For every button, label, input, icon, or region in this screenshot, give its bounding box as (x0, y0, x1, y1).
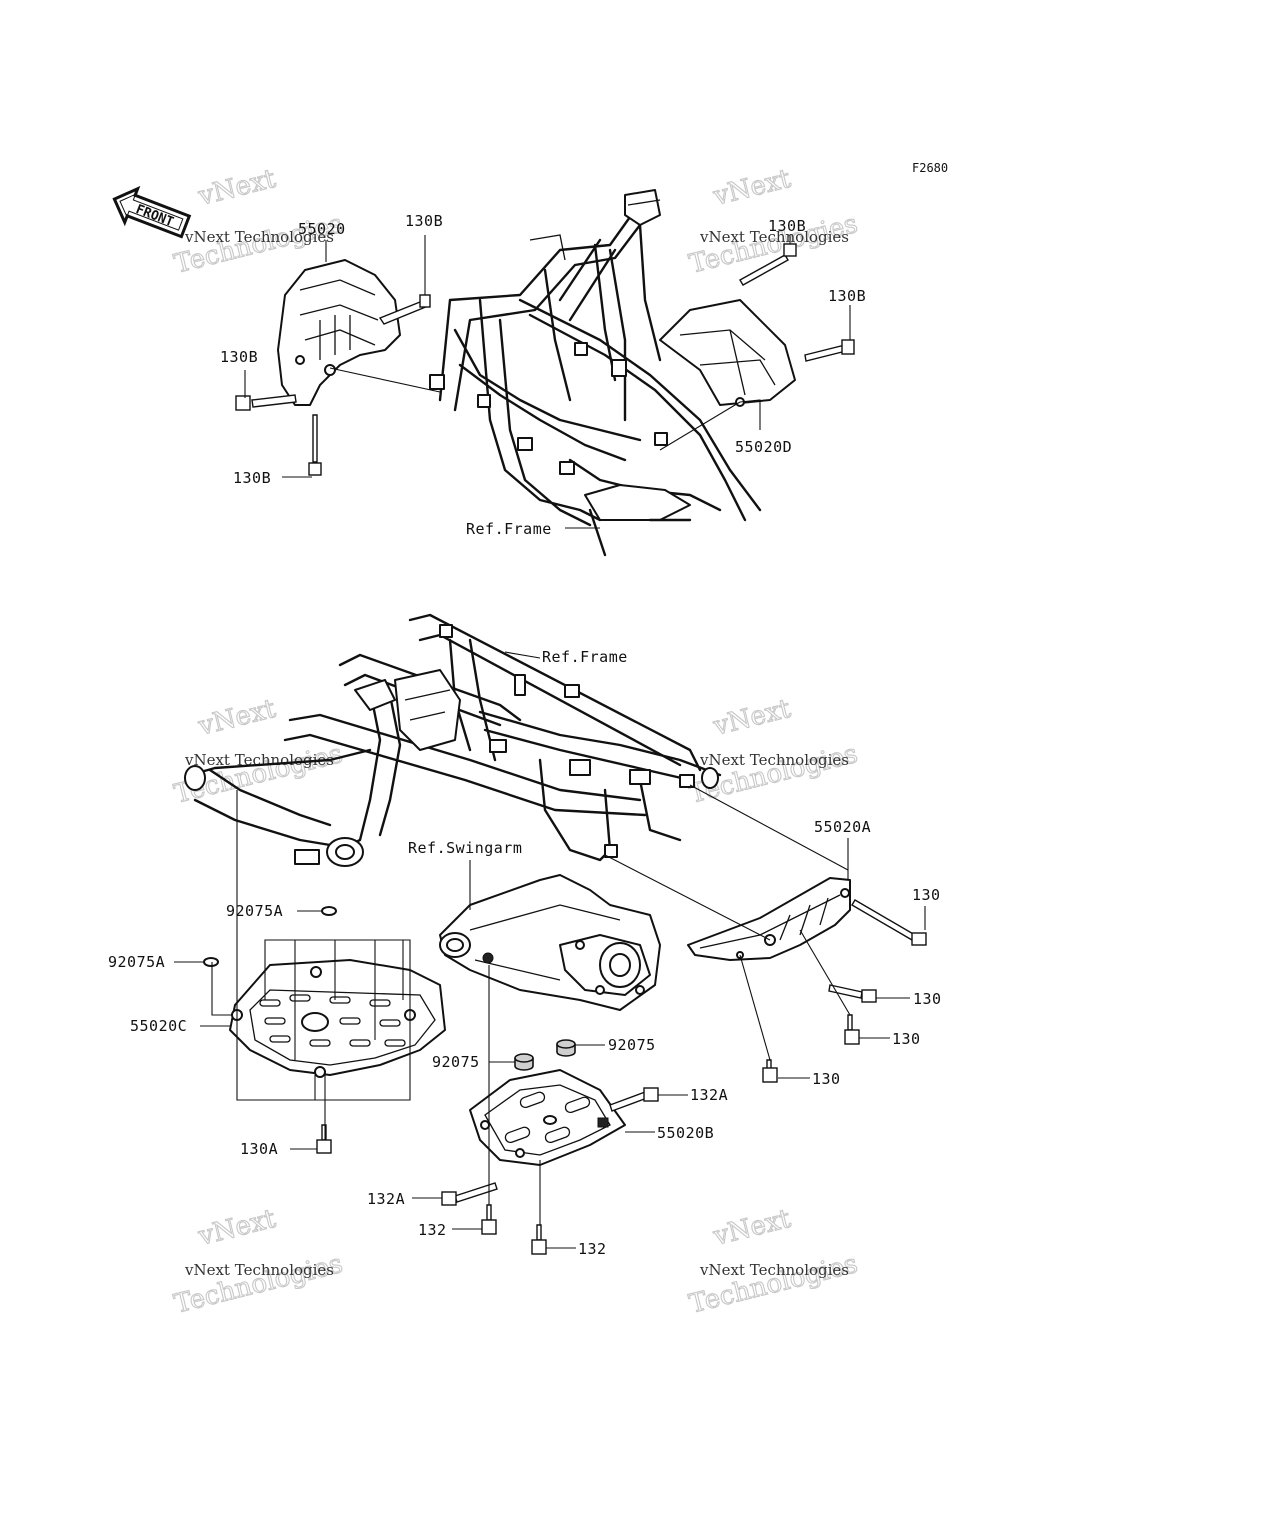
part-55020D-rear-guard[interactable] (659, 299, 796, 407)
watermark-mid-left: vNext Technologies (171, 693, 346, 810)
diagram-code: F2680 (912, 161, 948, 175)
part-ref-swingarm (439, 874, 661, 1011)
bolt-132-b[interactable] (531, 1224, 547, 1255)
label-92075: 92075 (608, 1036, 656, 1054)
svg-text:vNext: vNext (195, 1204, 279, 1252)
label-55020C: 55020C (130, 1017, 187, 1035)
part-55020C-skid-plate[interactable] (229, 959, 446, 1078)
bolt-130-b[interactable] (828, 984, 877, 1003)
label-ref-frame: Ref.Frame (466, 520, 552, 538)
bolt-132A-b[interactable] (441, 1182, 498, 1206)
bottom-leader-lines (174, 651, 926, 1249)
label-55020A: 55020A (814, 818, 871, 836)
top-leader-lines (244, 235, 851, 529)
bolt-130-c[interactable] (844, 1014, 860, 1045)
watermark-top-right: vNext Technologies (686, 163, 861, 280)
watermark-text: vNext Technologies (184, 1261, 334, 1279)
label-132: 132 (418, 1221, 447, 1239)
label-92075A: 92075A (226, 902, 283, 920)
label-130: 130 (912, 886, 941, 904)
bolt-130B-a[interactable] (378, 294, 431, 325)
svg-text:Technologies: Technologies (171, 1249, 345, 1320)
label-132: 132 (578, 1240, 607, 1258)
watermark-bottom-right: vNext Technologies (686, 1203, 861, 1320)
bolt-130B-e[interactable] (804, 339, 855, 362)
label-130B: 130B (768, 217, 806, 235)
label-130B: 130B (233, 469, 271, 487)
part-55020B-skid-plate[interactable] (469, 1069, 626, 1166)
label-130: 130 (913, 990, 942, 1008)
pad-92075-b[interactable] (556, 1039, 576, 1057)
svg-text:vNext: vNext (195, 164, 279, 212)
label-132A: 132A (690, 1086, 728, 1104)
frame-bottom-assembly (184, 613, 722, 867)
label-130B: 130B (220, 348, 258, 366)
label-132A: 132A (367, 1190, 405, 1208)
label-92075A: 92075A (108, 953, 165, 971)
svg-text:vNext: vNext (710, 694, 794, 742)
bolt-132A-a[interactable] (609, 1087, 659, 1112)
label-130A: 130A (240, 1140, 278, 1158)
label-130: 130 (892, 1030, 921, 1048)
bolt-130A[interactable] (316, 1124, 332, 1154)
watermark-text: vNext Technologies (699, 1261, 849, 1279)
label-130: 130 (812, 1070, 841, 1088)
frame-top-assembly (429, 189, 762, 557)
label-ref-frame: Ref.Frame (542, 648, 628, 666)
watermark-text: vNext Technologies (184, 751, 334, 769)
bolt-130B-c[interactable] (308, 414, 322, 476)
part-55020A-rear-guard[interactable] (687, 877, 851, 961)
label-130B: 130B (828, 287, 866, 305)
label-130B: 130B (405, 212, 443, 230)
bolt-130-a[interactable] (851, 899, 927, 946)
label-ref-swingarm: Ref.Swingarm (408, 839, 522, 857)
label-55020B: 55020B (657, 1124, 714, 1142)
label-55020: 55020 (298, 220, 346, 238)
svg-text:vNext: vNext (710, 1204, 794, 1252)
pad-92075A-a[interactable] (321, 906, 337, 916)
svg-text:Technologies: Technologies (686, 1249, 860, 1320)
watermark-bottom-left: vNext Technologies (171, 1203, 346, 1320)
bolt-130B-d[interactable] (739, 243, 797, 286)
pad-92075A-b[interactable] (203, 957, 219, 967)
part-55020-front-guard[interactable] (277, 259, 401, 406)
watermark-text: vNext Technologies (184, 228, 334, 246)
watermark-text: vNext Technologies (699, 751, 849, 769)
bolt-130B-b[interactable] (235, 394, 297, 411)
svg-text:vNext: vNext (195, 694, 279, 742)
front-arrow-icon: FRONT (112, 185, 192, 239)
bolt-132-a[interactable] (481, 1204, 497, 1235)
bolt-130-d[interactable] (762, 1059, 778, 1083)
label-55020D: 55020D (735, 438, 792, 456)
svg-text:vNext: vNext (710, 164, 794, 212)
pad-92075-a[interactable] (514, 1053, 534, 1071)
label-92075: 92075 (432, 1053, 480, 1071)
watermark-text: vNext Technologies (699, 228, 849, 246)
